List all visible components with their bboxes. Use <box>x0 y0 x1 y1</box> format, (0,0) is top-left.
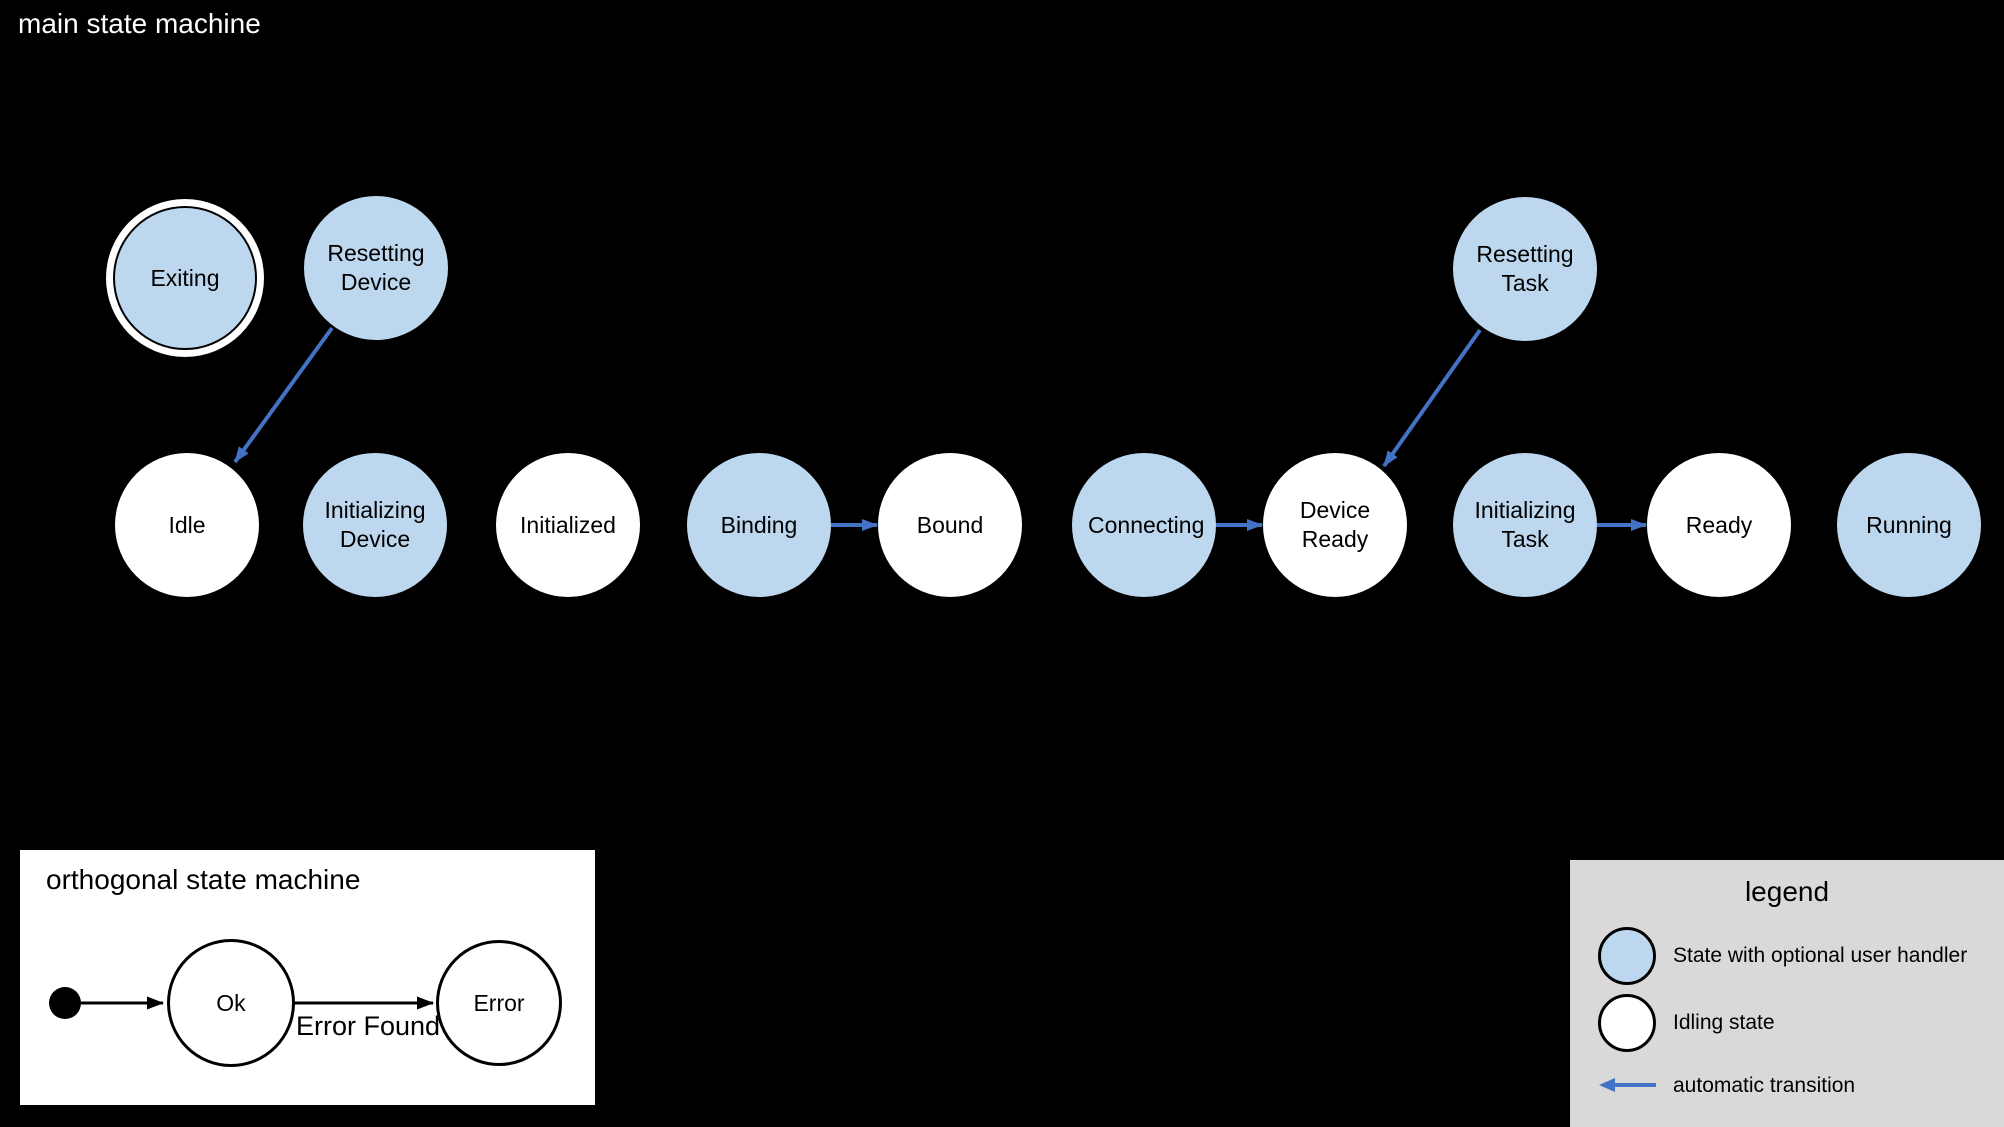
state-label: Running <box>1866 511 1952 538</box>
state-ok: Ok <box>167 939 295 1067</box>
state-binding: Binding <box>687 453 831 597</box>
state-running: Running <box>1837 453 1981 597</box>
main-machine-title: main state machine <box>18 8 261 39</box>
state-label: Ready <box>1685 511 1753 538</box>
state-resetting-device: Resetting Device <box>304 196 448 340</box>
state-label: Exiting <box>150 264 220 291</box>
state-label: Initializing Device <box>324 497 426 552</box>
state-device-ready: Device Ready <box>1263 453 1407 597</box>
transition-label-error-found: Error Found <box>296 1011 441 1041</box>
automatic-transition-arrow-icon <box>1599 1078 1656 1092</box>
transition-resetting-task-to-device-ready <box>1382 328 1482 468</box>
state-ready: Ready <box>1647 453 1791 597</box>
state-label: Initializing Task <box>1474 497 1576 552</box>
state-label: Connecting <box>1088 511 1205 538</box>
state-label: Resetting Device <box>327 240 425 295</box>
state-error: Error <box>436 940 562 1066</box>
state-label: Ok <box>216 989 246 1016</box>
state-initialized: Initialized <box>496 453 640 597</box>
state-label: Error <box>473 989 525 1016</box>
initial-state-dot <box>49 987 81 1019</box>
state-idle: Idle <box>115 453 259 597</box>
legend-idling-state-icon <box>1598 994 1656 1052</box>
state-bound: Bound <box>878 453 1022 597</box>
state-resetting-task: Resetting Task <box>1453 197 1597 341</box>
legend-item-label: Idling state <box>1673 1011 1775 1034</box>
orthogonal-machine-title: orthogonal state machine <box>46 864 361 895</box>
state-exiting: Exiting <box>113 206 257 350</box>
legend-user-handler-state-icon <box>1598 927 1656 985</box>
legend-panel: legend State with optional user handler … <box>1570 860 2004 1127</box>
state-label: Bound <box>916 511 984 538</box>
legend-title: legend <box>1744 876 1830 907</box>
state-label: Device Ready <box>1299 497 1371 552</box>
legend-item-label: automatic transition <box>1673 1074 1856 1097</box>
state-initializing-task: Initializing Task <box>1453 453 1597 597</box>
state-connecting: Connecting <box>1072 453 1216 597</box>
state-label: Binding <box>720 511 798 538</box>
state-label: Initialized <box>520 511 616 538</box>
legend-item-label: State with optional user handler <box>1673 944 1968 967</box>
state-label: Idle <box>168 511 206 538</box>
state-initializing-device: Initializing Device <box>303 453 447 597</box>
state-label: Resetting Task <box>1476 241 1574 296</box>
transition-resetting-device-to-idle <box>233 326 334 464</box>
